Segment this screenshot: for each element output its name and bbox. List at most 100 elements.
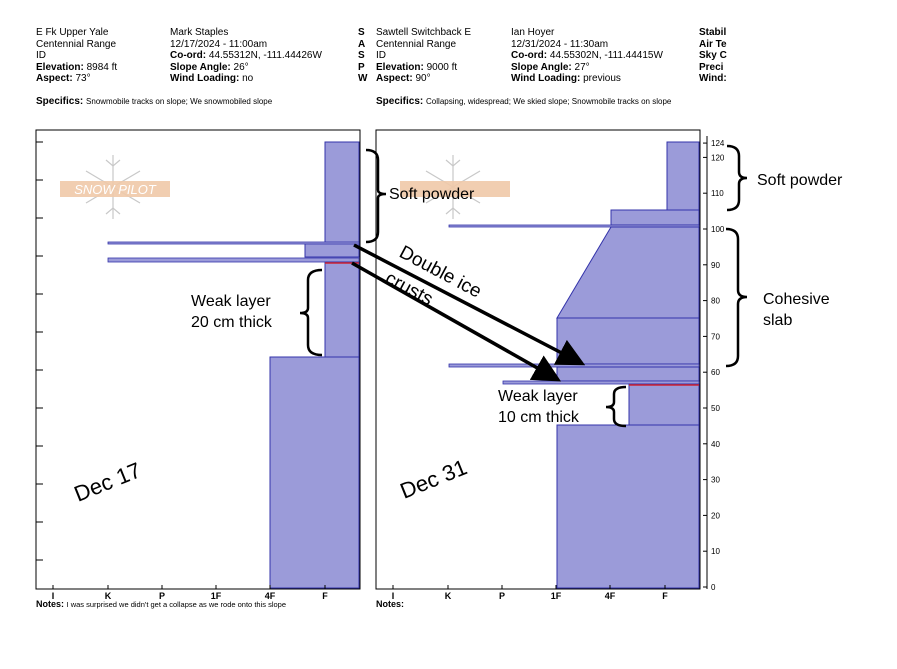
layer — [556, 317, 700, 365]
x-tick-label: K — [105, 591, 112, 601]
weak-layer-label-right-1: Weak layer — [498, 388, 578, 405]
x-tick-label: I — [392, 591, 395, 601]
layer — [448, 224, 700, 228]
left-coord: Co-ord: 44.55312N, -111.44426W — [170, 50, 322, 61]
weak-layer-brace-left — [299, 268, 323, 357]
height-tick-label: 124 — [711, 139, 725, 148]
right-cut-label: Preci — [699, 61, 724, 73]
right-coord: Co-ord: 44.55302N, -111.44415W — [511, 50, 663, 61]
ice-crust-layer — [502, 380, 700, 385]
height-tick-label: 40 — [711, 440, 720, 449]
height-tick-label: 10 — [711, 547, 720, 556]
left-cut-labels: S A S P W — [358, 27, 367, 85]
left-elevation: Elevation: 8984 ft — [36, 61, 118, 73]
layer — [610, 209, 700, 226]
height-tick-label: 0 — [711, 583, 716, 592]
height-tick-label: 80 — [711, 297, 720, 306]
ice-crust-layer — [107, 257, 360, 263]
left-cut-letter: S — [358, 50, 365, 61]
layer — [556, 366, 700, 382]
layer — [269, 356, 360, 589]
height-tick-label: 110 — [711, 189, 724, 198]
right-wind: Wind Loading: previous — [511, 73, 621, 84]
ice-crust-arrow-upper — [353, 243, 586, 366]
left-state: ID — [36, 50, 46, 61]
ice-crust-arrow-lower — [351, 261, 562, 382]
left-slope: Slope Angle: 26° — [170, 61, 249, 73]
right-site-info: Sawtell Switchback E Centennial Range ID… — [376, 27, 471, 85]
soft-powder-label-left: Soft powder — [389, 186, 475, 203]
x-tick-label: 4F — [605, 591, 616, 601]
left-wind: Wind Loading: no — [170, 73, 254, 84]
soft-powder-brace-right — [726, 144, 748, 212]
left-layers — [107, 141, 360, 589]
right-cut-label: Sky C — [699, 50, 727, 61]
right-cut-label: Stabil — [699, 27, 727, 38]
weak-layer-label-right-2: 10 cm thick — [498, 409, 580, 426]
layer — [666, 141, 700, 211]
left-cut-letter: S — [358, 27, 365, 38]
x-tick-label: P — [499, 591, 505, 601]
right-observer-info: Ian Hoyer 12/31/2024 - 11:30am Co-ord: 4… — [511, 27, 663, 85]
right-datetime: 12/31/2024 - 11:30am — [511, 38, 609, 50]
left-y-ticks — [36, 141, 43, 561]
right-cut-labels: Stabil Air Te Sky C Preci Wind: — [699, 27, 727, 85]
weak-layer-label-left-2: 20 cm thick — [191, 314, 273, 331]
height-tick-label: 100 — [711, 225, 725, 234]
height-tick-label: 120 — [711, 153, 725, 162]
right-state: ID — [376, 50, 386, 61]
right-notes: Notes: — [376, 599, 405, 609]
left-aspect: Aspect: 73° — [36, 73, 91, 84]
left-notes: Notes: I was surprised we didn't get a c… — [36, 599, 287, 609]
left-logo: SNOW PILOT — [60, 155, 170, 219]
left-cut-letter: A — [358, 38, 366, 50]
height-tick-label: 90 — [711, 261, 720, 270]
right-site-name: Sawtell Switchback E — [376, 27, 472, 38]
right-aspect: Aspect: 90° — [376, 73, 431, 84]
right-cut-label: Wind: — [699, 73, 727, 84]
cohesive-label-1: Cohesive — [763, 291, 830, 308]
x-tick-label: P — [159, 591, 165, 601]
height-tick-label: 60 — [711, 368, 720, 377]
layer — [324, 141, 360, 244]
right-cut-label: Air Te — [699, 38, 727, 50]
right-logo — [400, 155, 510, 219]
cohesive-label-2: slab — [763, 312, 792, 329]
weak-layer-brace-right — [605, 385, 627, 428]
x-tick-label: I — [52, 591, 55, 601]
left-observer: Mark Staples — [170, 27, 229, 38]
layer — [556, 424, 700, 589]
left-range: Centennial Range — [36, 38, 117, 50]
right-slope: Slope Angle: 27° — [511, 61, 590, 73]
left-logo-text: SNOW PILOT — [74, 182, 157, 197]
height-tick-label: 50 — [711, 404, 720, 413]
ice-crust-layer — [107, 241, 360, 245]
left-profile-panel: SNOW PILOT I K P 1F 4F F — [35, 129, 361, 601]
right-observer: Ian Hoyer — [511, 27, 555, 38]
x-tick-label: 1F — [551, 591, 562, 601]
height-tick-label: 70 — [711, 332, 720, 341]
soft-powder-label-right: Soft powder — [757, 172, 843, 189]
left-datetime: 12/17/2024 - 11:00am — [170, 38, 268, 50]
soft-powder-brace-left — [365, 148, 387, 244]
weak-layer — [324, 261, 360, 358]
x-tick-label: 1F — [211, 591, 222, 601]
x-tick-label: F — [322, 591, 328, 601]
left-x-ticks: I K P 1F 4F F — [52, 585, 328, 601]
left-site-info: E Fk Upper Yale Centennial Range ID Elev… — [36, 27, 117, 85]
x-tick-label: 4F — [265, 591, 276, 601]
left-cut-letter: W — [358, 73, 368, 84]
left-cut-letter: P — [358, 61, 365, 73]
right-range: Centennial Range — [376, 38, 457, 50]
weak-layer — [628, 383, 700, 426]
right-specifics: Specifics: Collapsing, widespread; We sk… — [376, 96, 672, 107]
left-specifics: Specifics: Snowmobile tracks on slope; W… — [36, 96, 273, 107]
weak-layer-label-left-1: Weak layer — [191, 293, 271, 310]
left-observer-info: Mark Staples 12/17/2024 - 11:00am Co-ord… — [170, 27, 322, 85]
cohesive-slab-brace — [725, 227, 748, 368]
x-tick-label: F — [662, 591, 668, 601]
layer — [304, 242, 360, 258]
